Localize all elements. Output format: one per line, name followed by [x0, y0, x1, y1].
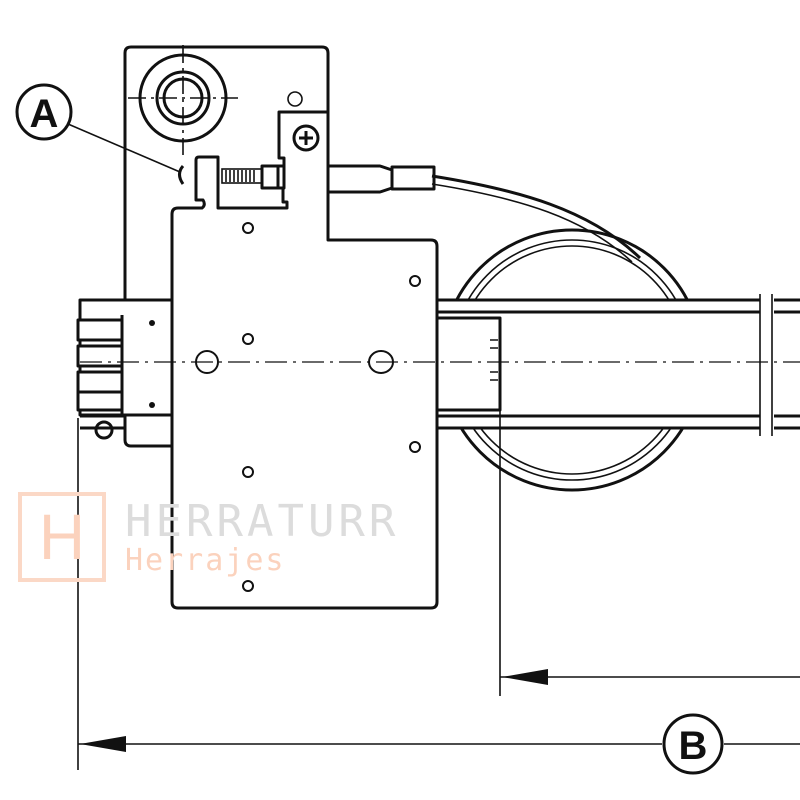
callout-a: A [15, 83, 181, 173]
adjusting-screw [178, 164, 286, 190]
watermark-subtitle: Herrajes [125, 543, 286, 578]
callout-b: B [662, 713, 724, 775]
watermark-name: HERRATURR [125, 496, 400, 547]
cable-terminal [283, 110, 436, 194]
end-clamp [76, 298, 177, 440]
watermark-logo-letter: H [38, 501, 86, 573]
watermark-logo: H [18, 492, 106, 582]
callout-a-label: A [30, 92, 59, 136]
mounting-plate [170, 110, 439, 610]
cable [431, 174, 642, 260]
callout-b-label: B [679, 724, 708, 768]
dimension-lines [77, 410, 800, 770]
pivot-bushing [128, 45, 238, 155]
